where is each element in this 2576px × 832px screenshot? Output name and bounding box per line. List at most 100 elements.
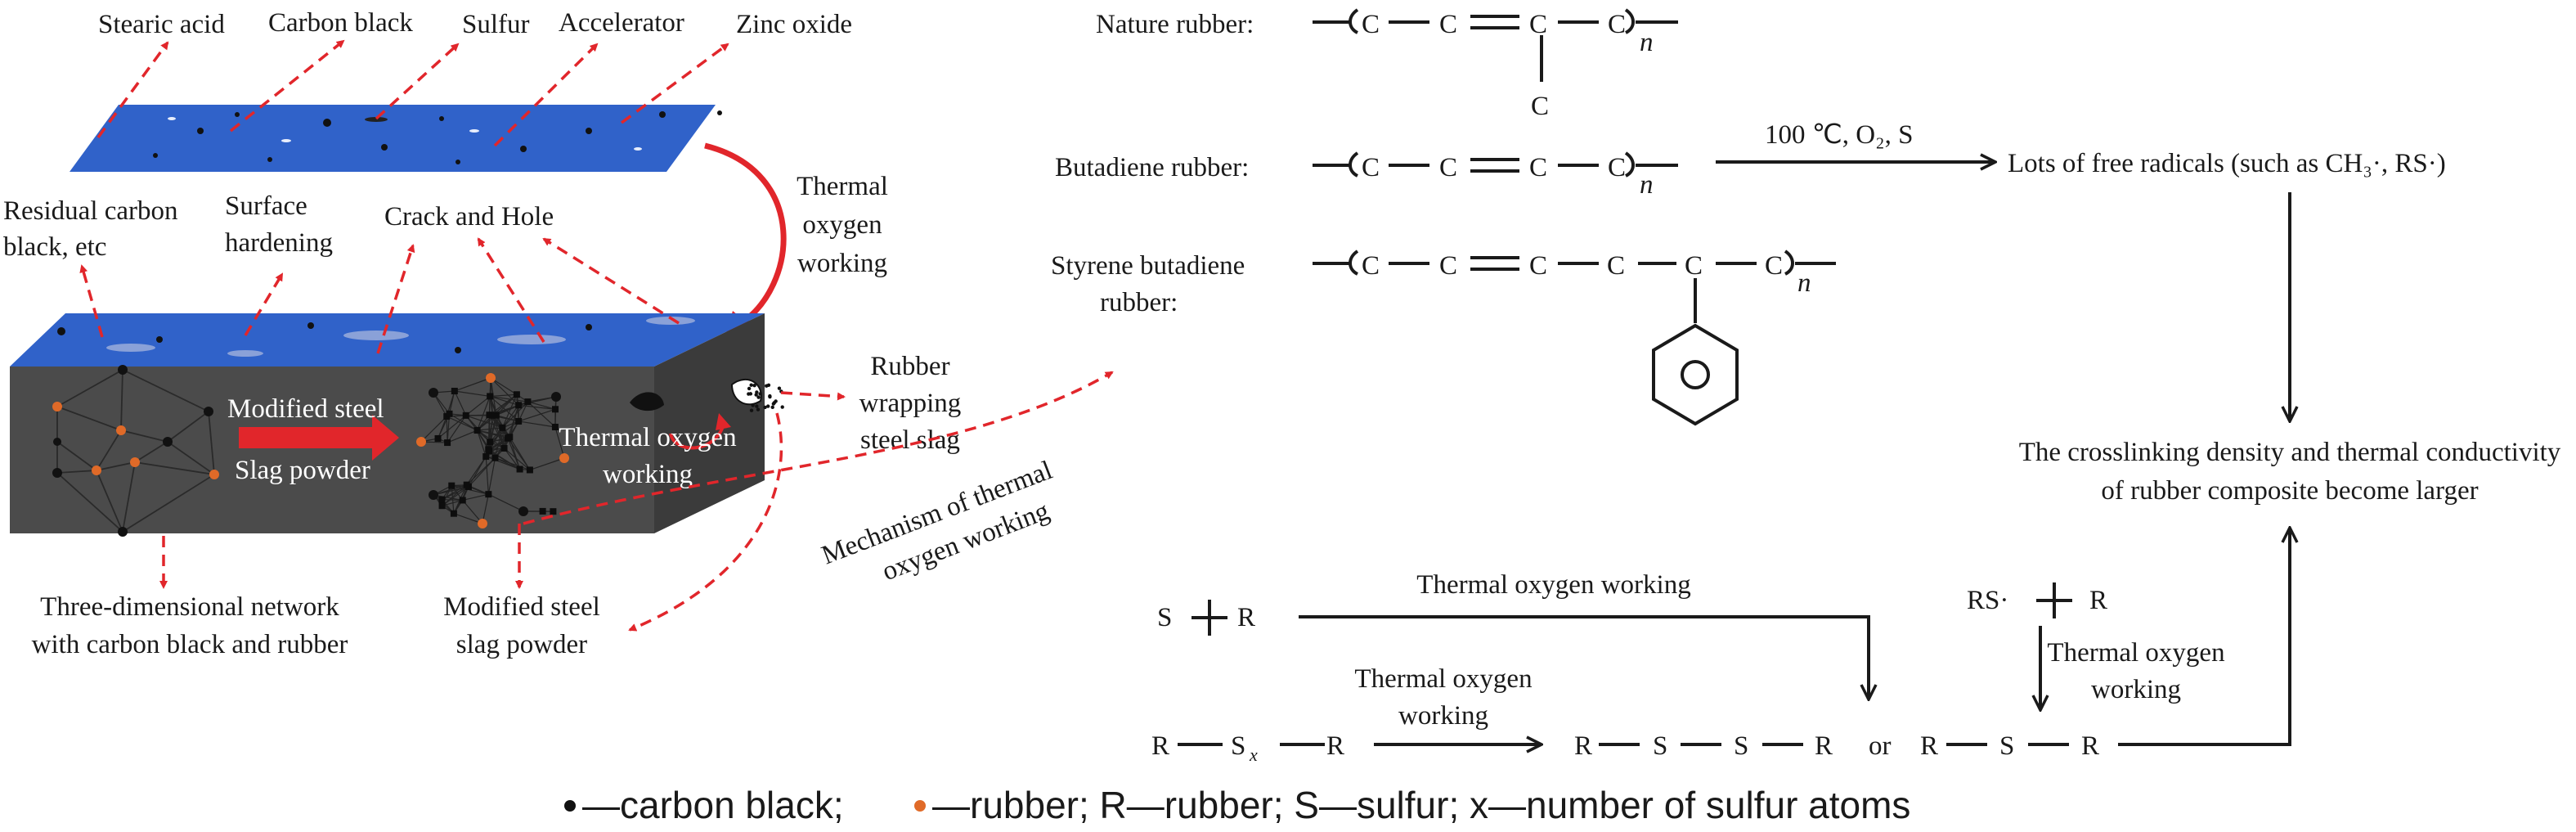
steel-slag-particle <box>473 427 481 434</box>
modified-arrow-label-2: Slag powder <box>235 456 370 485</box>
network-edge <box>502 401 528 429</box>
network-edge <box>433 494 463 501</box>
steel-slag-particle <box>516 465 523 473</box>
steel-slag-particle <box>463 481 470 488</box>
network-label-1: Three-dimensional network <box>40 592 339 622</box>
steel-slag-particle <box>444 439 451 447</box>
result-label-1: The crosslinking density and thermal con… <box>2019 438 2561 467</box>
rssr-r1: R <box>1574 731 1592 761</box>
network-edge <box>501 404 519 429</box>
rsr-r1: R <box>1920 731 1938 761</box>
network-edge <box>509 405 519 438</box>
br-n: n <box>1640 170 1654 200</box>
crack-hole-label: Crack and Hole <box>384 202 554 232</box>
network-edge <box>438 415 467 439</box>
wrap-dot <box>777 386 782 390</box>
rubber-wrap-label-2: wrapping <box>859 389 962 418</box>
residual-label-1: Residual carbon <box>3 196 178 226</box>
steel-slag-network <box>416 373 569 528</box>
powder-label-2: slag powder <box>456 630 587 659</box>
surface-label-1: Surface <box>225 191 307 221</box>
rs-plus-r: R <box>2089 586 2107 615</box>
rubber-wrap-arrow <box>780 391 846 401</box>
steel-slag-particle <box>438 496 446 503</box>
wrap-dot <box>770 405 774 410</box>
network-edge <box>487 457 496 495</box>
nr-c5: C <box>1531 92 1549 121</box>
wrap-dot <box>772 401 777 405</box>
s-plus-s: S <box>1157 603 1172 632</box>
legend-carbon: —carbon black; <box>582 784 844 826</box>
rssr-s2: S <box>1734 731 1748 761</box>
carbon-black-dot-icon <box>564 800 576 812</box>
wrap-dot <box>758 392 762 396</box>
network-node <box>518 506 528 516</box>
thermal-mid-label-1: Thermal oxygen <box>1354 664 1532 694</box>
network-edge <box>495 457 531 471</box>
wrap-dot <box>751 403 755 407</box>
nature-rubber-structure <box>1313 8 1678 82</box>
wrap-dot <box>768 394 772 399</box>
wrap-dot <box>755 390 759 394</box>
network-edge <box>504 447 521 470</box>
steel-slag-particle <box>499 424 506 431</box>
network-edge <box>477 427 503 431</box>
rssr-r2: R <box>1815 731 1833 761</box>
wrap-dot <box>780 405 784 409</box>
network-edge <box>509 437 521 470</box>
wrap-dot <box>752 383 756 388</box>
rssr-s1: S <box>1653 731 1667 761</box>
or-label: or <box>1869 731 1892 761</box>
network-edge <box>489 395 519 406</box>
wrap-dot <box>755 404 759 408</box>
steel-slag-particle <box>450 510 457 517</box>
wrap-dot <box>748 392 753 396</box>
steel-slag-particle <box>489 412 496 419</box>
network-edge <box>442 484 468 506</box>
network-edge <box>487 427 503 450</box>
thermal-label-2: oxygen <box>802 210 882 240</box>
wrap-dot <box>765 384 769 388</box>
rs-dot-label: RS· <box>1967 586 2008 615</box>
steel-slag-particle <box>491 454 499 461</box>
network-edge <box>554 426 565 459</box>
to-result-arrow <box>2118 528 2290 746</box>
network-edge <box>466 456 487 486</box>
thermal-curve-arrow <box>704 142 787 326</box>
legend-rubber: —rubber; R—rubber; S—sulfur; x—number of… <box>932 784 1910 826</box>
steel-slag-particle <box>550 508 557 515</box>
free-radicals-label: Lots of free radicals (such as CH₃·, RS·… <box>2008 149 2446 178</box>
network-edge <box>488 493 524 512</box>
network-node <box>551 392 561 402</box>
network-edge <box>518 408 556 422</box>
s-plus-r: R <box>1237 603 1255 632</box>
block-curved-arrowhead <box>716 413 731 430</box>
network-edge <box>518 404 556 410</box>
steel-slag-particle <box>500 444 508 452</box>
steel-slag-particle <box>526 466 533 474</box>
sr-to-product-arrow <box>1299 615 1869 699</box>
sbr-c2: C <box>1439 251 1457 281</box>
rubber-sheet-top <box>70 105 722 172</box>
composite-block <box>10 313 765 533</box>
sbr-c5: C <box>1685 251 1703 281</box>
network-nodes <box>52 365 219 537</box>
steel-slag-particle <box>487 438 494 446</box>
nr-c2: C <box>1439 10 1457 39</box>
nr-c1: C <box>1362 10 1380 39</box>
network-edge <box>490 395 528 403</box>
mechanism-label: Mechanism of thermal oxygen working <box>818 456 1057 587</box>
network-edge <box>454 390 491 398</box>
network-node <box>486 373 496 383</box>
network-edge <box>518 420 556 428</box>
nr-n: n <box>1640 28 1654 57</box>
thermal-top-label: Thermal oxygen working <box>1416 570 1690 600</box>
network-edge <box>454 390 467 416</box>
modified-steel-arrow <box>239 415 399 461</box>
network-node <box>478 519 487 528</box>
steel-slag-particle <box>524 398 532 406</box>
thermal-right-label-2: working <box>2091 675 2181 704</box>
wrap-dot <box>756 395 761 399</box>
network-edge <box>462 500 483 524</box>
network-edge <box>489 415 493 443</box>
